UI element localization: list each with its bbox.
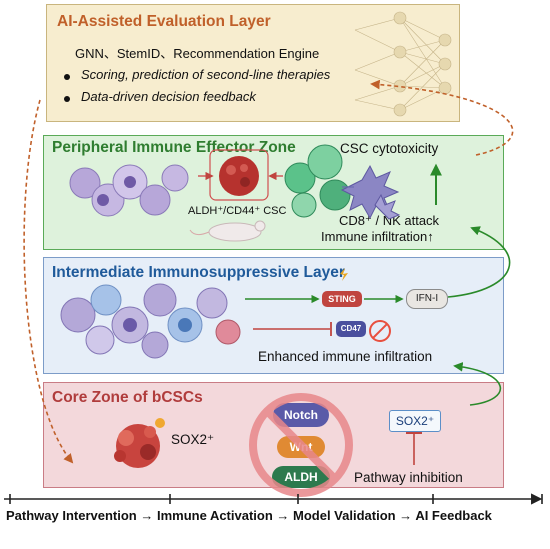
core-layer-title: Core Zone of bCSCs — [52, 389, 203, 406]
bullet-dot — [64, 96, 70, 102]
ai-tools-text: GNN、StemID、Recommendation Engine — [75, 46, 320, 61]
notch-pill: Notch — [273, 403, 329, 427]
intermediate-layer-title: Intermediate Immunosuppressive Layer — [52, 264, 345, 281]
sting-pill: STING — [322, 291, 362, 307]
sox2-box: SOX2⁺ — [389, 410, 441, 432]
cd8-nk-attack-label: CD8⁺ / NK attack — [339, 213, 440, 228]
ai-layer-title: AI-Assisted Evaluation Layer — [57, 13, 271, 30]
ai-evaluation-layer: AI-Assisted Evaluation Layer GNN、StemID、… — [46, 4, 460, 122]
aldh-pill: ALDH — [272, 466, 330, 488]
immune-infiltration-label: Immune infiltration↑ — [321, 229, 434, 244]
ifn-i-box: IFN-I — [406, 289, 448, 309]
bullet-dot — [64, 74, 70, 80]
timeline-label: Pathway Intervention → Immune Activation… — [6, 508, 492, 523]
enhanced-infiltration-label: Enhanced immune infiltration — [258, 349, 433, 364]
sox2-tumor-label: SOX2⁺ — [171, 432, 215, 447]
peripheral-layer-title: Peripheral Immune Effector Zone — [52, 139, 296, 156]
ai-bullet-2: Data-driven decision feedback — [81, 89, 256, 104]
wnt-pill: Wnt — [277, 436, 325, 458]
aldh-cd44-csc-label: ALDH⁺/CD44⁺ CSC — [188, 205, 287, 217]
pathway-inhibition-label: Pathway inhibition — [354, 470, 463, 485]
ai-bullet-1: Scoring, prediction of second-line thera… — [81, 67, 331, 82]
cd47-pill: CD47 — [336, 321, 366, 337]
csc-cytotoxicity-label: CSC cytotoxicity — [340, 141, 439, 156]
